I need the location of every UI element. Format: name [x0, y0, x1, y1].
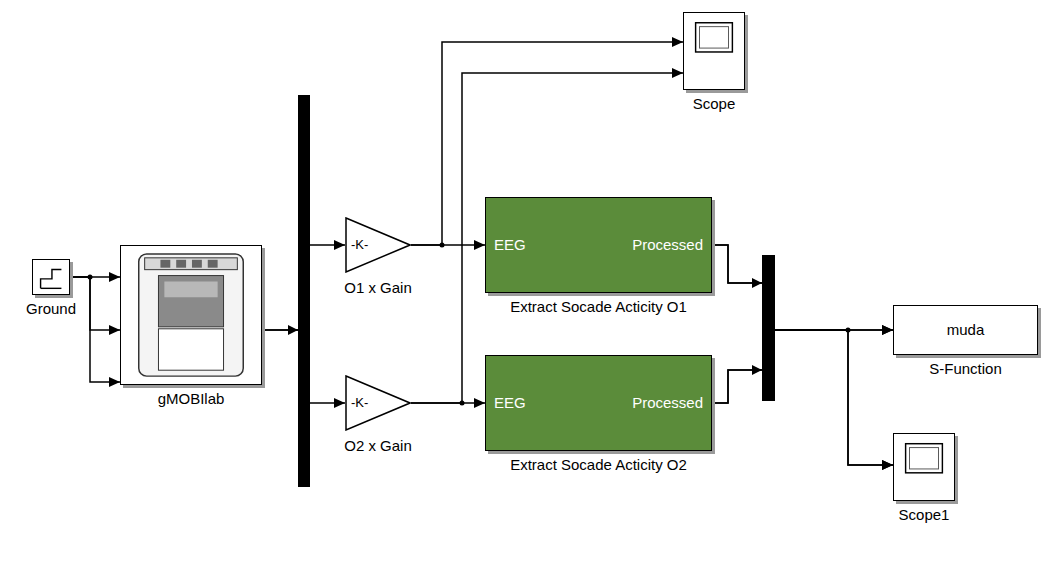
device-panel — [158, 329, 223, 370]
scope-block: Scope1 — [893, 433, 955, 501]
device-block: gMOBIlab — [120, 245, 262, 385]
scope-icon — [684, 13, 744, 89]
gain-block: -K-O1 x Gain — [345, 217, 411, 273]
block-label: Extract Socade Acticity O2 — [510, 456, 687, 474]
junction-dot — [88, 275, 93, 280]
signal-line — [70, 277, 120, 330]
ground-symbol — [41, 288, 62, 289]
subsystem-block: EEGProcessedExtract Socade Acticity O1 — [485, 197, 712, 293]
block-text: muda — [947, 321, 985, 339]
block-label: S-Function — [929, 360, 1002, 378]
junction-dot — [440, 243, 445, 248]
mobi-icon — [121, 246, 261, 384]
block-label: O2 x Gain — [344, 437, 412, 455]
gain-value: -K- — [351, 394, 368, 412]
subsystem-block: EEGProcessedExtract Socade Acticity O2 — [485, 355, 712, 451]
junction-dot — [846, 328, 851, 333]
block-label: Scope1 — [899, 506, 950, 524]
signal-line — [712, 245, 893, 330]
device-button — [176, 260, 186, 268]
signal-line — [411, 402, 485, 404]
scope-screen — [696, 23, 733, 52]
junction-dot — [460, 401, 465, 406]
s-function-block: mudaS-Function — [893, 305, 1038, 355]
gain-triangle — [346, 376, 410, 430]
ground-icon — [33, 260, 69, 294]
port-label: EEG — [494, 236, 526, 254]
device-button — [160, 260, 170, 268]
block-label: gMOBIlab — [158, 390, 225, 408]
block-label: Extract Socade Acticity O1 — [510, 298, 687, 316]
ground-symbol — [41, 269, 62, 288]
device-screen — [164, 281, 217, 297]
device-screen — [158, 276, 223, 327]
mux-bar — [762, 255, 775, 401]
gain-value: -K- — [351, 236, 368, 254]
signal-line — [712, 245, 893, 465]
port-label: Processed — [632, 236, 703, 254]
scope-block: Scope — [683, 12, 745, 90]
signal-line — [411, 244, 485, 246]
ground-block: Ground — [32, 259, 70, 295]
signal-line — [712, 330, 893, 403]
device-button — [208, 260, 218, 268]
block-label: Ground — [26, 300, 76, 318]
port-label: Processed — [632, 394, 703, 412]
port-label: EEG — [494, 394, 526, 412]
demux-bar — [298, 95, 310, 487]
port-arrow — [752, 278, 762, 288]
block-label: O1 x Gain — [344, 279, 412, 297]
device-button — [192, 260, 202, 268]
scope-screen — [909, 448, 938, 469]
device-body — [139, 254, 244, 376]
scope-screen — [699, 27, 728, 48]
gain-triangle — [346, 218, 410, 272]
signal-line — [712, 330, 893, 465]
scope-icon — [894, 434, 954, 500]
port-arrow — [288, 325, 298, 335]
block-label: Scope — [693, 95, 736, 113]
device-top — [145, 258, 238, 270]
signal-line — [70, 277, 120, 382]
port-arrow — [752, 365, 762, 375]
scope-screen — [906, 444, 943, 473]
gain-block: -K-O2 x Gain — [345, 375, 411, 431]
